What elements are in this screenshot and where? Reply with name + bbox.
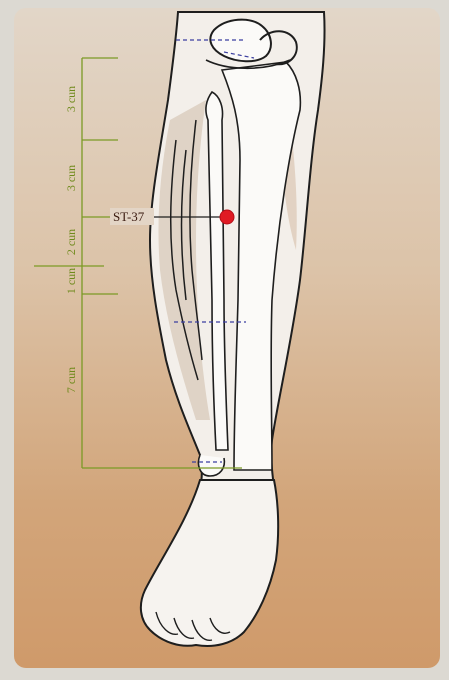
ankle-bone	[198, 455, 224, 476]
measure-label-2: 3 cun	[64, 165, 78, 191]
acupoint-label: ST-37	[113, 209, 145, 224]
leg-drawing	[141, 12, 325, 646]
foot	[141, 480, 278, 646]
acupoint-marker[interactable]	[220, 210, 234, 224]
measure-label-5: 7 cun	[64, 367, 78, 393]
measure-label-4: 1 cun	[64, 268, 78, 294]
measure-label-3: 2 cun	[64, 229, 78, 255]
measure-label-1: 3 cun	[64, 86, 78, 112]
